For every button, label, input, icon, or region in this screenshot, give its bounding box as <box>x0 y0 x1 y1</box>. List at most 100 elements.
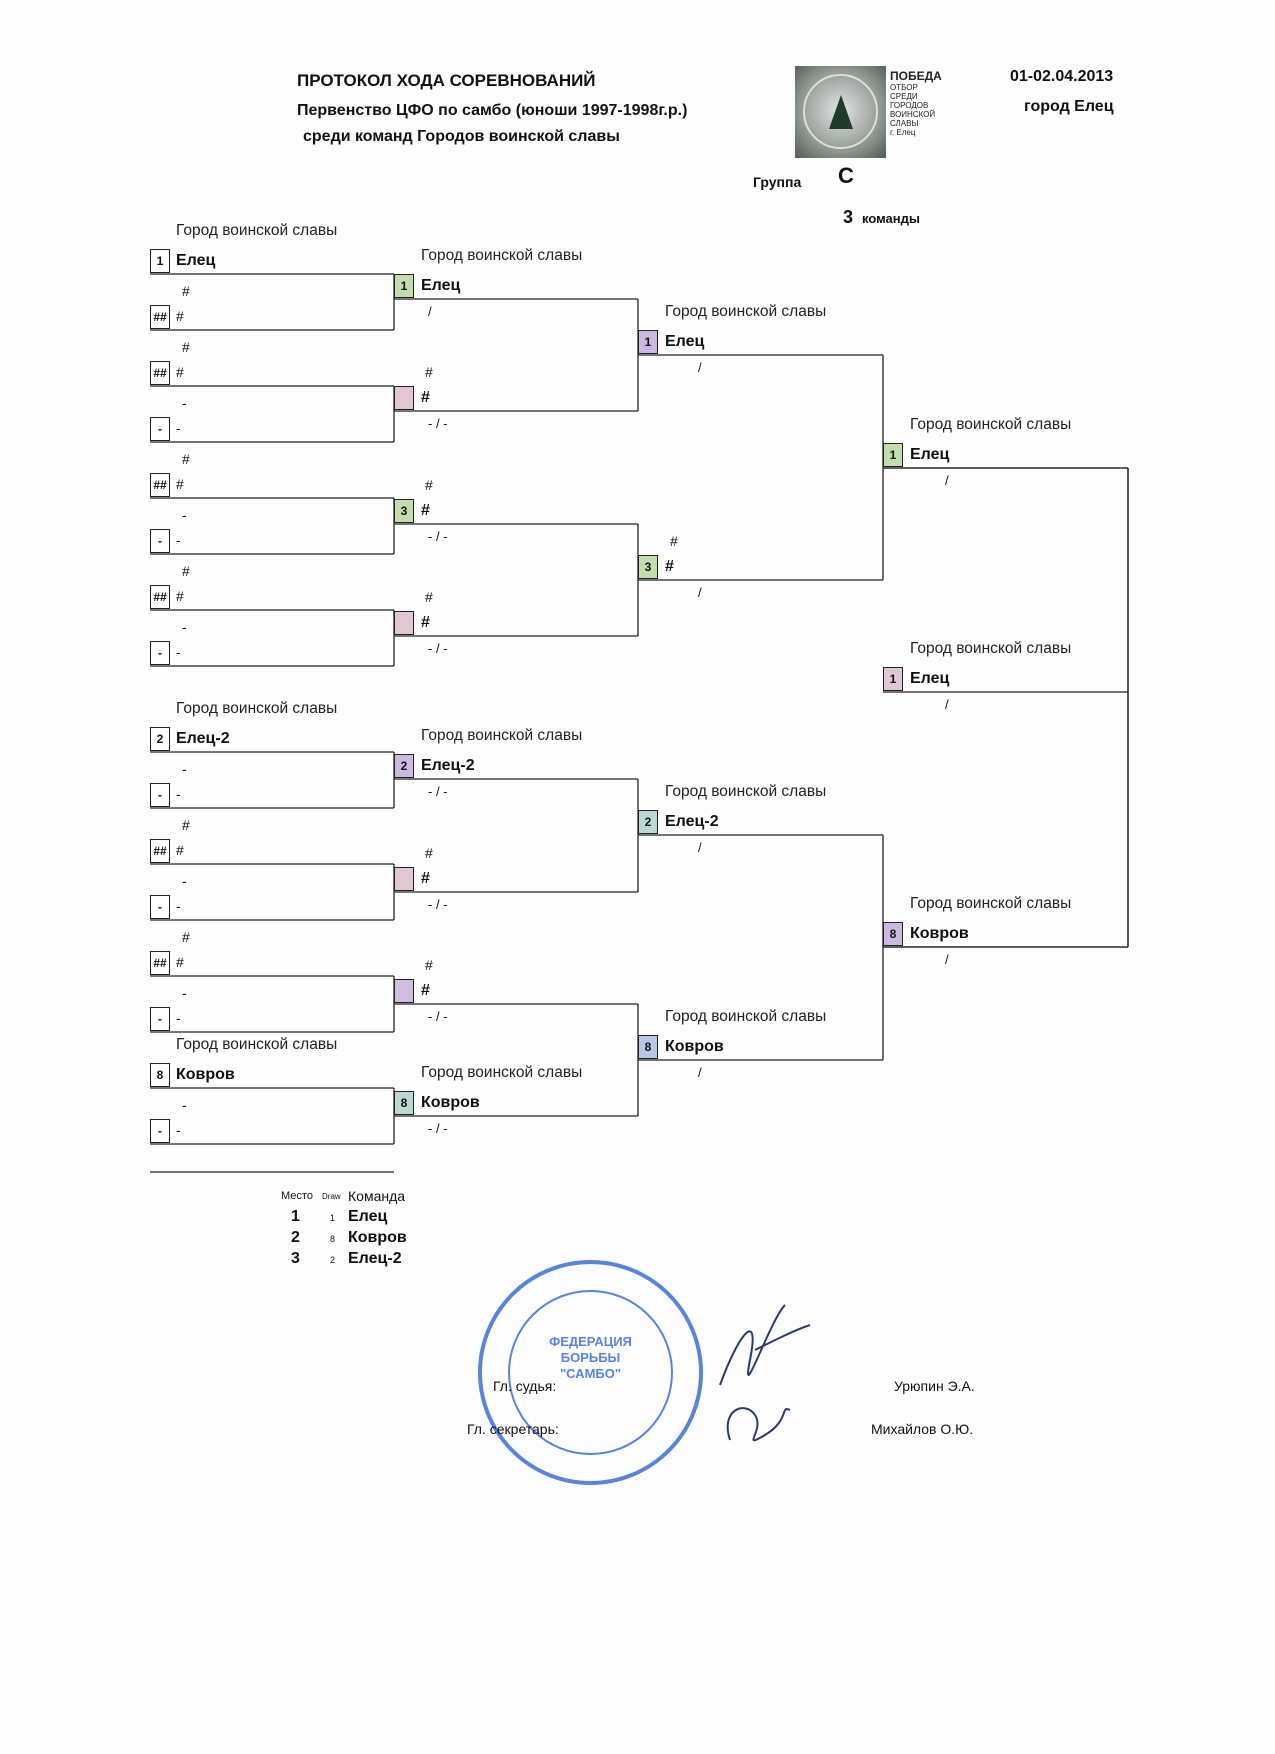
seed-box: 3 <box>638 555 658 579</box>
placeholder-mark: # <box>670 533 678 549</box>
match-score: / <box>945 697 949 712</box>
match-score: / <box>698 1065 702 1080</box>
team-name: # <box>421 982 430 999</box>
seed-box: - <box>150 529 170 553</box>
seed-box: - <box>150 417 170 441</box>
entry-caption: Город воинской славы <box>910 640 1072 657</box>
result-team: Елец-2 <box>348 1250 402 1267</box>
placeholder-mark: # <box>425 477 433 493</box>
placeholder-mark: # <box>182 339 190 355</box>
signature-icon <box>719 1304 811 1442</box>
team-name: # <box>665 558 674 575</box>
group-label: Группа <box>753 174 802 190</box>
seed-box: 1 <box>394 274 414 298</box>
result-draw: 2 <box>330 1255 336 1265</box>
match-score: - / - <box>428 1121 448 1136</box>
chief-secretary-name: Михайлов О.Ю. <box>871 1421 974 1437</box>
match-score: / <box>428 304 432 319</box>
seed-box: - <box>150 1119 170 1143</box>
match-score: - / - <box>428 416 448 431</box>
logo-caption: ПОБЕДА ОТБОР СРЕДИ ГОРОДОВ ВОИНСКОЙ СЛАВ… <box>890 69 942 138</box>
seed-box <box>394 867 414 891</box>
seed-box: 2 <box>638 810 658 834</box>
result-team: Ковров <box>348 1229 407 1246</box>
match-score: / <box>945 473 949 488</box>
team-name: # <box>176 954 184 970</box>
match-score: - / - <box>428 784 448 799</box>
team-name: # <box>176 308 184 324</box>
seed-box: ## <box>150 951 170 975</box>
team-name: - <box>176 644 181 660</box>
result-draw: 8 <box>330 1234 336 1244</box>
team-name: Елец <box>665 333 705 350</box>
entry-caption: Город воинской славы <box>910 416 1072 433</box>
entry-caption: Город воинской славы <box>665 783 827 800</box>
team-name: - <box>176 1122 181 1138</box>
entry-caption: Город воинской славы <box>665 303 827 320</box>
event-date: 01-02.04.2013 <box>1010 68 1114 85</box>
championship-title: Первенство ЦФО по самбо (юноши 1997-1998… <box>297 102 688 119</box>
match-score: - / - <box>428 897 448 912</box>
team-name: Ковров <box>665 1038 724 1055</box>
team-name: Ковров <box>421 1094 480 1111</box>
entry-caption: Город воинской славы <box>421 247 583 264</box>
placeholder-mark: # <box>182 451 190 467</box>
match-score: - / - <box>428 529 448 544</box>
team-name: Елец <box>910 670 950 687</box>
team-name: Елец <box>176 252 216 269</box>
placeholder-mark: - <box>182 985 187 1001</box>
team-name: - <box>176 420 181 436</box>
official-stamp: ФЕДЕРАЦИЯ БОРЬБЫ "САМБО" <box>478 1260 703 1485</box>
placeholder-mark: # <box>425 364 433 380</box>
team-name: # <box>421 614 430 631</box>
entry-caption: Город воинской славы <box>910 895 1072 912</box>
seed-box: - <box>150 783 170 807</box>
seed-box: - <box>150 895 170 919</box>
result-place: 2 <box>291 1229 300 1246</box>
event-logo <box>795 66 886 158</box>
result-team: Елец <box>348 1208 388 1225</box>
team-name: Елец-2 <box>421 757 475 774</box>
entry-caption: Город воинской славы <box>421 1064 583 1081</box>
placeholder-mark: # <box>425 589 433 605</box>
match-score: / <box>698 585 702 600</box>
seed-box: - <box>150 641 170 665</box>
seed-box: 2 <box>394 754 414 778</box>
team-name: # <box>176 588 184 604</box>
placeholder-mark: - <box>182 761 187 777</box>
match-score: / <box>945 952 949 967</box>
chief-secretary-label: Гл. секретарь: <box>467 1421 559 1437</box>
seed-box: 8 <box>638 1035 658 1059</box>
team-name: # <box>176 842 184 858</box>
team-name: Ковров <box>176 1066 235 1083</box>
results-col-team: Команда <box>348 1188 406 1204</box>
match-score: - / - <box>428 1009 448 1024</box>
group-value: С <box>838 163 854 188</box>
team-name: Елец-2 <box>176 730 230 747</box>
placeholder-mark: - <box>182 1097 187 1113</box>
seed-box: ## <box>150 361 170 385</box>
seed-box: 1 <box>150 249 170 273</box>
placeholder-mark: # <box>425 845 433 861</box>
result-place: 1 <box>291 1208 300 1225</box>
event-city: город Елец <box>1024 98 1114 115</box>
team-name: Ковров <box>910 925 969 942</box>
seed-box: - <box>150 1007 170 1031</box>
entry-caption: Город воинской славы <box>176 222 338 239</box>
seed-box: 1 <box>638 330 658 354</box>
seed-box <box>394 611 414 635</box>
seed-box: 1 <box>883 667 903 691</box>
match-score: - / - <box>428 641 448 656</box>
tree-emblem-icon <box>803 74 878 149</box>
team-name: # <box>176 364 184 380</box>
placeholder-mark: # <box>182 283 190 299</box>
team-name: # <box>176 476 184 492</box>
placeholder-mark: # <box>182 929 190 945</box>
placeholder-mark: # <box>425 957 433 973</box>
placeholder-mark: - <box>182 619 187 635</box>
entry-caption: Город воинской славы <box>176 700 338 717</box>
team-name: Елец <box>910 446 950 463</box>
entry-caption: Город воинской славы <box>176 1036 338 1053</box>
